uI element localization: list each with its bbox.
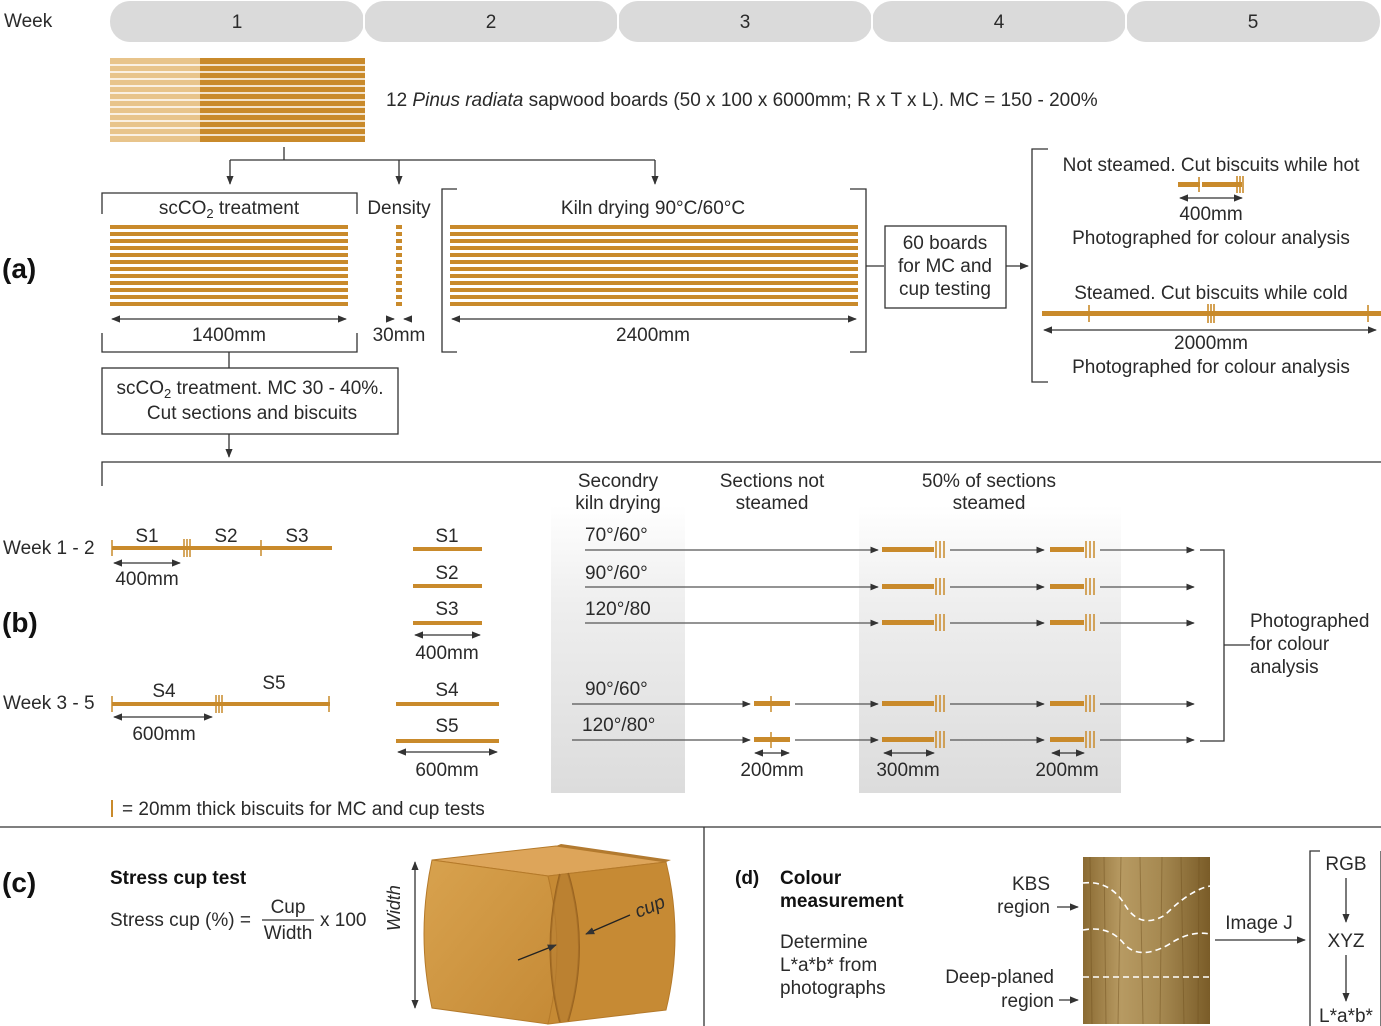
svg-text:Photographed: Photographed [1250,611,1369,632]
svg-text:for MC and: for MC and [898,256,992,277]
kbs-label-2: region [997,897,1050,918]
condition-3: 120°/80 [585,599,651,620]
svg-text:300mm: 300mm [876,760,939,781]
secondary-kiln-shade [551,505,685,793]
colour-desc-1: Determine [780,932,868,953]
testing-boards-box: 60 boards for MC and cup testing [885,226,1028,308]
scco2-length: 1400mm [192,325,266,346]
steamed-title: Steamed. Cut biscuits while cold [1074,283,1348,304]
panel-a-label: (a) [2,253,36,284]
density-title: Density [367,198,431,219]
svg-text:S4: S4 [152,681,176,702]
svg-text:600mm: 600mm [415,760,478,781]
svg-text:cup testing: cup testing [899,279,991,300]
kbs-label-1: KBS [1012,874,1050,895]
colour-title-2: measurement [780,891,904,912]
svg-text:S3: S3 [285,526,308,547]
svg-text:400mm: 400mm [415,643,478,664]
svg-text:x 100: x 100 [320,910,366,931]
kiln-length: 2400mm [616,325,690,346]
kiln-drying-group: Kiln drying 90°C/60°C 2400mm [442,189,884,352]
wood-photo [1083,857,1210,1024]
stress-cup-title: Stress cup test [110,868,247,889]
panel-b-label: (b) [2,607,38,638]
density-group: Density 30mm [367,198,431,346]
colour-conversion-chain: RGB XYZ L*a*b* [1310,851,1381,1026]
boards-description: 12 Pinus radiata sapwood boards (50 x 10… [386,90,1098,111]
svg-text:XYZ: XYZ [1328,931,1365,952]
week-5-label: 5 [1248,12,1259,33]
deep-label-2: region [1001,991,1054,1012]
svg-text:600mm: 600mm [132,724,195,745]
scco2-title: scCO2 treatment [159,198,300,221]
stress-cup-formula: Stress cup (%) = Cup Width x 100 [110,897,366,944]
scco2-treatment-group: scCO2 treatment 1400mm [102,193,357,368]
svg-text:60 boards: 60 boards [903,233,988,254]
not-steamed-heading-1: Sections not [720,471,825,492]
svg-text:S3: S3 [435,599,458,620]
condition-5: 120°/80° [582,715,655,736]
week-1-label: 1 [232,12,243,33]
steamed-heading-1: 50% of sections [922,471,1056,492]
image-j-label: Image J [1225,913,1293,934]
panel-d-label: (d) [735,868,759,889]
svg-text:= 20mm thick biscuits for MC a: = 20mm thick biscuits for MC and cup tes… [122,799,485,820]
svg-text:for colour: for colour [1250,634,1330,655]
sec-kiln-title-1: Secondry [578,471,659,492]
svg-text:scCO2 treatment. MC 30 - 40%.: scCO2 treatment. MC 30 - 40%. [117,378,384,401]
kiln-title: Kiln drying 90°C/60°C [561,198,745,219]
colour-desc-2: L*a*b* from [780,955,877,976]
svg-text:S2: S2 [214,526,237,547]
photo-note-2: Photographed for colour analysis [1072,357,1350,378]
split-arrows [230,147,655,184]
density-length: 30mm [373,325,426,346]
week12-label: Week 1 - 2 [3,538,95,559]
svg-text:analysis: analysis [1250,657,1319,678]
svg-text:S4: S4 [435,680,459,701]
week35-label: Week 3 - 5 [3,693,95,714]
week-2-label: 2 [486,12,497,33]
not-steamed-heading-2: steamed [736,493,809,514]
svg-text:L*a*b*: L*a*b* [1319,1006,1373,1026]
svg-text:Width: Width [384,885,404,931]
steamed-length: 2000mm [1174,333,1248,354]
svg-text:Cut sections and biscuits: Cut sections and biscuits [147,403,357,424]
biscuit-legend: = 20mm thick biscuits for MC and cup tes… [112,799,485,820]
not-steamed-length: 400mm [1179,204,1242,225]
not-steamed-title: Not steamed. Cut biscuits while hot [1063,155,1360,176]
colour-desc-3: photographs [780,978,886,999]
svg-text:S1: S1 [135,526,158,547]
cup-specimen-illustration: Width cup [384,844,675,1024]
svg-text:S1: S1 [435,526,458,547]
condition-4: 90°/60° [585,679,648,700]
svg-text:S5: S5 [262,673,285,694]
deep-label-1: Deep-planed [945,967,1054,988]
svg-text:S2: S2 [435,563,458,584]
condition-2: 90°/60° [585,563,648,584]
svg-text:Stress cup (%) =: Stress cup (%) = [110,910,251,931]
scco2-sections-box: scCO2 treatment. MC 30 - 40%. Cut sectio… [102,368,398,457]
svg-text:400mm: 400mm [115,569,178,590]
svg-text:200mm: 200mm [1035,760,1098,781]
svg-text:200mm: 200mm [740,760,803,781]
photo-note-1: Photographed for colour analysis [1072,228,1350,249]
week35-layout: Week 3 - 5 S4 S5 600mm S4 S5 600mm [3,673,499,781]
steamed-heading-2: steamed [953,493,1026,514]
week-axis-label: Week [4,11,53,32]
panel-c-label: (c) [2,867,36,898]
week12-layout: Week 1 - 2 S1 S2 S3 400mm S1 S2 S3 400mm [3,526,482,664]
week-4-label: 4 [994,12,1005,33]
board-stack-12 [110,58,365,142]
svg-text:RGB: RGB [1325,854,1366,875]
week-timeline: 1 2 3 4 5 [110,1,1380,42]
sec-kiln-title-2: kiln drying [575,493,661,514]
steaming-options: Not steamed. Cut biscuits while hot 400m… [1032,149,1381,382]
week-3-label: 3 [740,12,751,33]
condition-1: 70°/60° [585,525,648,546]
svg-text:Width: Width [264,923,313,944]
svg-text:Cup: Cup [271,897,306,918]
colour-title-1: Colour [780,868,842,889]
svg-text:S5: S5 [435,716,458,737]
